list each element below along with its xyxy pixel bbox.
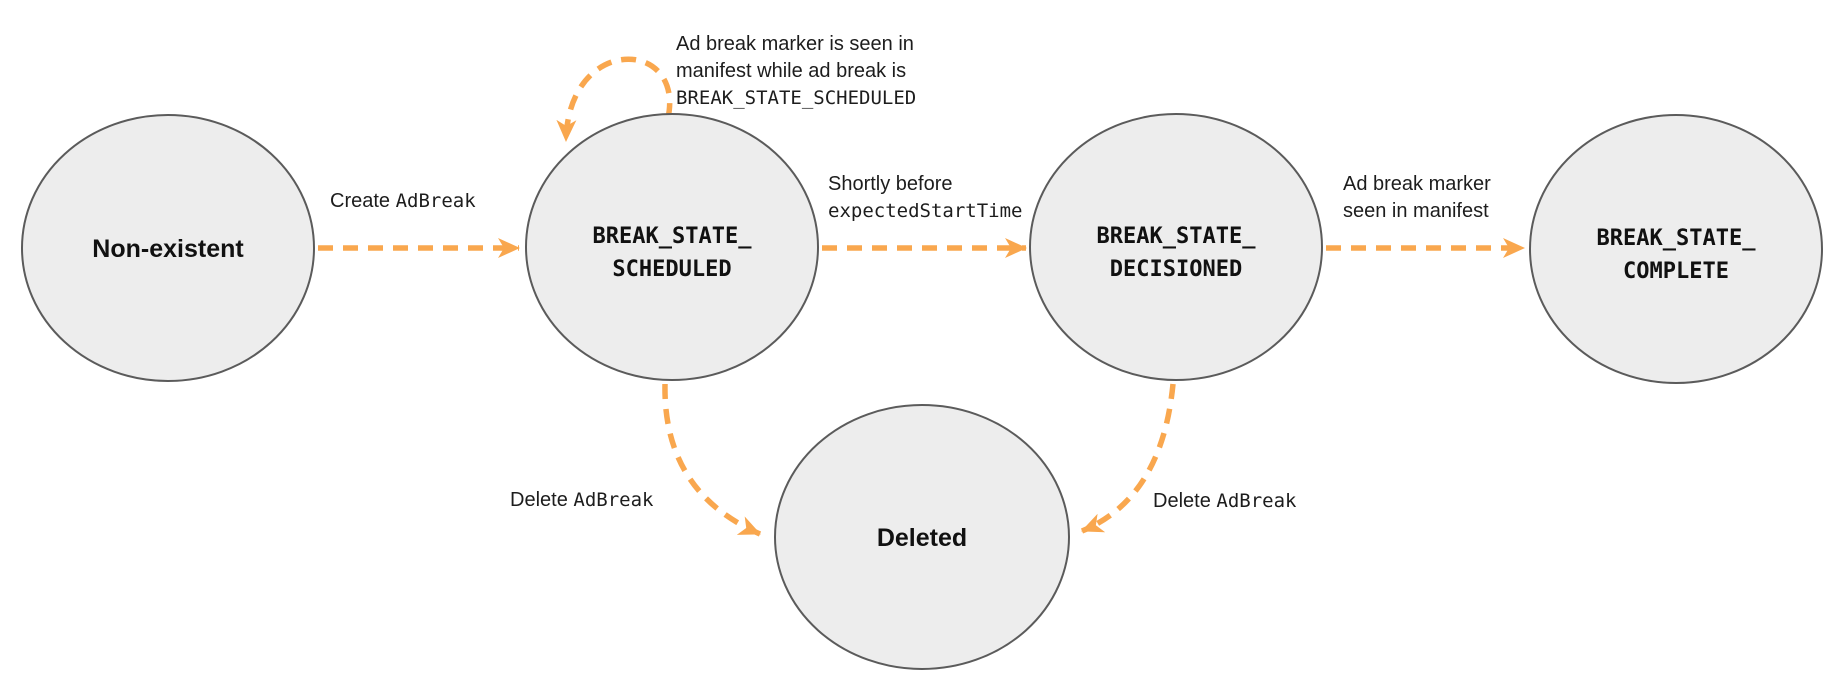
- scheduled-label-line1: BREAK_STATE_: [593, 224, 753, 249]
- non-existent-circle: [21, 114, 315, 382]
- edge-label-marker-seen-line1: Ad break marker: [1343, 173, 1491, 195]
- edge-label-create-adbreak: Create AdBreak: [330, 190, 476, 212]
- edge-label-marker-seen-line2: seen in manifest: [1343, 200, 1489, 222]
- edge-label-create-code: AdBreak: [396, 190, 477, 212]
- complete-circle: [1529, 114, 1823, 384]
- decisioned-label-line1: BREAK_STATE_: [1097, 224, 1257, 249]
- edge-label-loop-line1: Ad break marker is seen in: [676, 33, 914, 55]
- scheduled-circle: [525, 113, 819, 381]
- edge-label-loop-code: BREAK_STATE_SCHEDULED: [676, 87, 916, 109]
- edge-label-delete-left-text: Delete: [510, 489, 573, 511]
- deleted-circle: [774, 404, 1070, 670]
- edge-label-loop-line2: manifest while ad break is: [676, 60, 906, 82]
- state-node-deleted: Deleted: [774, 404, 1070, 670]
- scheduled-label-line2: SCHEDULED: [612, 257, 731, 282]
- edge-label-delete-left-code: AdBreak: [573, 489, 654, 511]
- edge-label-shortly-before: Shortly before: [828, 173, 953, 195]
- edge-scheduled-to-deleted: [662, 383, 762, 537]
- edge-label-delete-right-text: Delete: [1153, 490, 1216, 512]
- decisioned-circle: [1029, 113, 1323, 381]
- complete-label-line2: COMPLETE: [1623, 259, 1729, 284]
- deleted-label: Deleted: [877, 524, 967, 552]
- state-node-break-state-decisioned: BREAK_STATE_ DECISIONED: [1029, 113, 1323, 381]
- state-node-break-state-scheduled: BREAK_STATE_ SCHEDULED: [525, 113, 819, 381]
- edge-label-delete-from-decisioned: Delete AdBreak: [1153, 490, 1297, 512]
- complete-label-line1: BREAK_STATE_: [1597, 226, 1757, 251]
- edge-label-expected-start-time: expectedStartTime: [828, 200, 1022, 222]
- edge-label-create-text: Create: [330, 190, 396, 212]
- non-existent-label: Non-existent: [92, 235, 244, 263]
- edge-self-loop-scheduled: [556, 56, 673, 142]
- edge-label-delete-right-code: AdBreak: [1216, 490, 1297, 512]
- edge-decisioned-to-deleted: [1080, 383, 1176, 534]
- edge-label-delete-from-scheduled: Delete AdBreak: [510, 489, 654, 511]
- decisioned-label-line2: DECISIONED: [1110, 257, 1242, 282]
- state-node-break-state-complete: BREAK_STATE_ COMPLETE: [1529, 114, 1823, 384]
- state-node-non-existent: Non-existent: [21, 114, 315, 382]
